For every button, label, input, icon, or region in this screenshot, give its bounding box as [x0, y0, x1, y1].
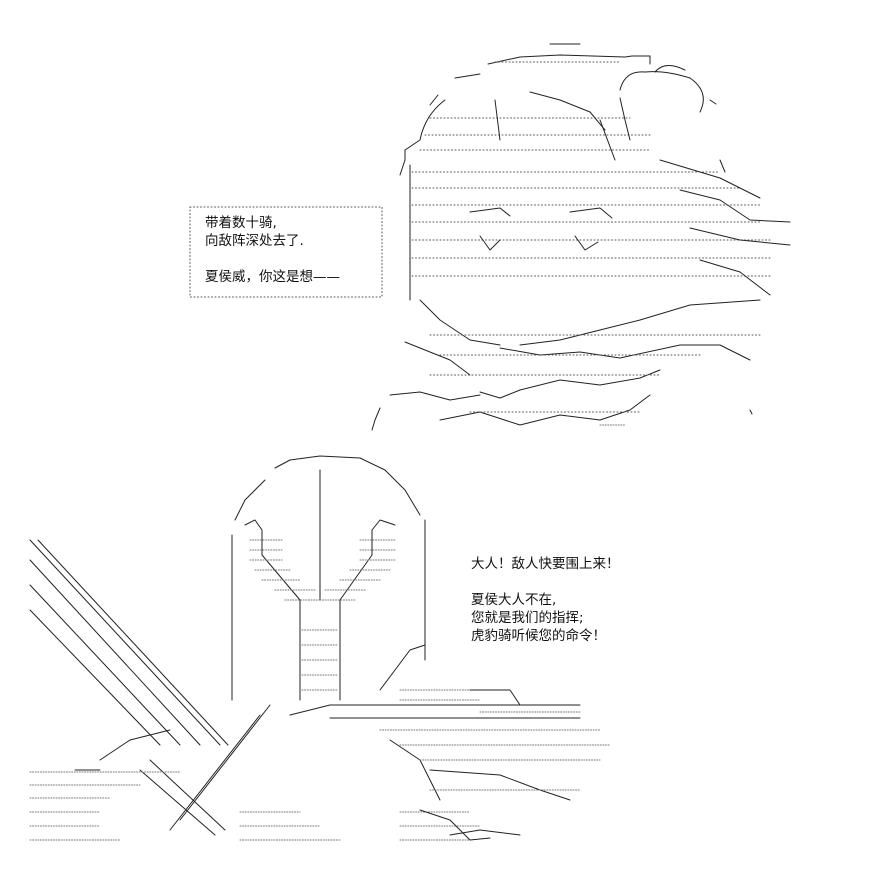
bottom-dialog-line-4: 您就是我们的指挥; [471, 610, 584, 626]
top-dialog-line-4: 夏侯威，你这是想—— [205, 269, 340, 285]
bottom-dialog-line-1: 大人！敌人快要围上来！ [471, 556, 620, 572]
top-dialog: 带着数十骑, 向敌阵深处去了. 夏侯威，你这是想—— [205, 214, 340, 286]
top-dialog-line-1: 带着数十骑, [205, 215, 277, 231]
top-character-art [371, 43, 791, 431]
bottom-character-art [29, 455, 611, 841]
bottom-dialog-line-2 [471, 573, 620, 591]
bottom-dialog: 大人！敌人快要围上来！ 夏侯大人不在, 您就是我们的指挥; 虎豹骑听候您的命令！ [471, 555, 620, 645]
top-dialog-line-2: 向敌阵深处去了. [205, 233, 304, 249]
bottom-dialog-line-5: 虎豹骑听候您的命令！ [471, 628, 606, 644]
bottom-dialog-line-3: 夏侯大人不在, [471, 592, 557, 608]
top-dialog-line-3 [205, 250, 340, 268]
